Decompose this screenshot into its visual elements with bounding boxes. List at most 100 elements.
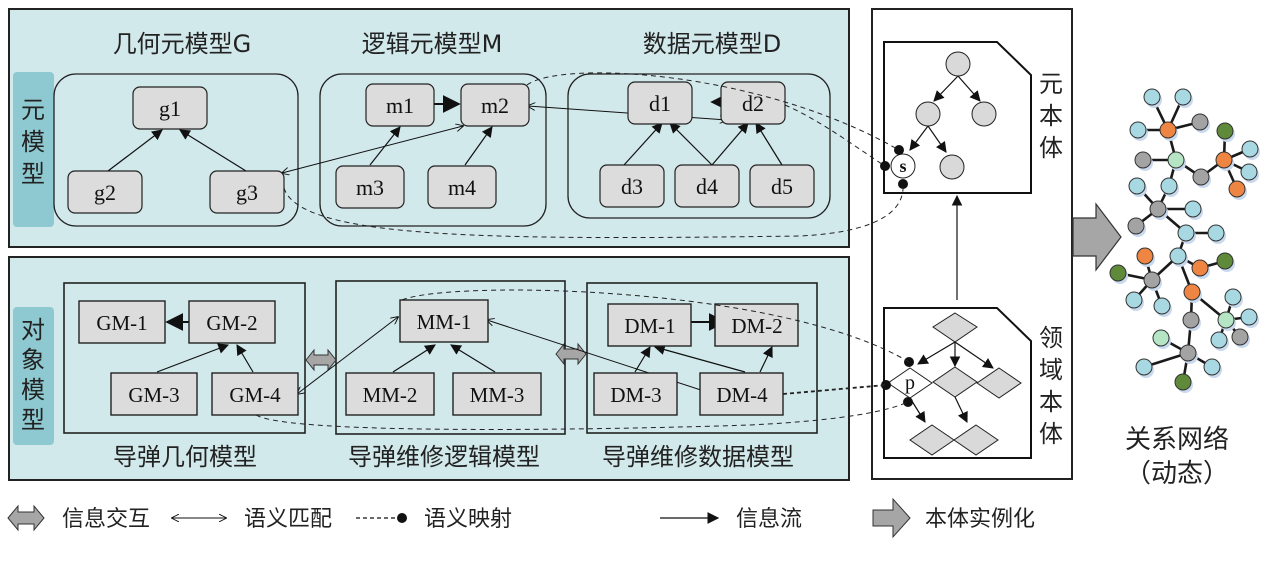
node-m2: m2 (481, 93, 509, 118)
node-dm-4: DM-4 (716, 383, 768, 407)
legend-info-interaction-icon (7, 504, 45, 532)
network-node (1136, 247, 1154, 265)
node-d1: d1 (649, 91, 671, 116)
network-title: 关系网络 (1125, 425, 1229, 455)
domain-ontology-label-3: 本 (1039, 388, 1063, 416)
group-title-missile-logic: 导弹维修逻辑模型 (348, 443, 540, 471)
node-mm-3: MM-3 (470, 383, 525, 407)
network-node (1143, 88, 1161, 106)
network-node (1228, 180, 1246, 198)
meta-nodes: g1 g2 g3 m1 m2 m3 m4 d1 d2 d3 d4 d5 (67, 81, 815, 214)
network-node (1149, 200, 1167, 218)
node-mm-2: MM-2 (363, 383, 418, 407)
node-g1: g1 (159, 96, 181, 121)
node-m3: m3 (356, 175, 384, 200)
relation-network (1109, 88, 1260, 393)
group-title-logic-meta: 逻辑元模型M (362, 30, 503, 58)
network-node (1216, 122, 1234, 140)
node-p: p (905, 372, 915, 394)
node-dm-3: DM-3 (610, 383, 661, 407)
node-d3: d3 (621, 174, 643, 199)
network-node (1125, 291, 1143, 309)
network-node (1159, 121, 1177, 139)
object-side-label-bg (13, 307, 54, 445)
network-node (1191, 259, 1209, 277)
node-gm-1: GM-1 (96, 311, 147, 335)
meta-ontology-label-2: 本 (1039, 102, 1063, 130)
group-title-missile-data: 导弹维修数据模型 (602, 443, 794, 471)
node-g2: g2 (94, 180, 116, 205)
network-node (1174, 373, 1192, 391)
legend-label-instantiation: 本体实例化 (925, 507, 1035, 532)
network-node (1224, 288, 1242, 306)
node-g3: g3 (236, 180, 258, 205)
domain-ontology-label-4: 体 (1039, 420, 1063, 448)
group-title-missile-geometry: 导弹几何模型 (113, 443, 257, 471)
node-s: s (899, 156, 906, 176)
node-m4: m4 (448, 175, 476, 200)
network-node (1129, 121, 1147, 139)
object-nodes: GM-1 GM-2 GM-3 GM-4 MM-1 MM-2 MM-3 DM-1 … (78, 299, 799, 416)
group-title-data-meta: 数据元模型D (643, 30, 781, 58)
network-node (1179, 344, 1197, 362)
meta-model-panel: 元 模 型 几何元模型G 逻辑元模型M 数据元模型D g1 g2 (8, 8, 850, 248)
network-node (1109, 264, 1127, 282)
node-dm-1: DM-1 (624, 314, 675, 338)
legend-label-semantic-match: 语义匹配 (244, 507, 332, 532)
network-node (1160, 177, 1178, 195)
meta-side-label-2: 模 (21, 128, 45, 156)
object-side-label-3: 模 (21, 376, 45, 404)
node-dm-2: DM-2 (731, 314, 782, 338)
domain-ontology-label-1: 领 (1039, 324, 1063, 352)
node-d5: d5 (771, 174, 793, 199)
ontology-instantiation-arrow (1072, 202, 1122, 272)
network-node (1203, 358, 1221, 376)
node-d4: d4 (696, 174, 718, 199)
meta-ontology-label-3: 体 (1039, 134, 1063, 162)
object-side-label-4: 型 (21, 406, 45, 434)
meta-side-label-bg (13, 72, 54, 227)
network-node (1143, 271, 1161, 289)
network-node (1231, 328, 1249, 346)
node-mm-1: MM-1 (417, 310, 472, 334)
network-node (1241, 140, 1259, 158)
legend-label-semantic-mapping: 语义映射 (424, 507, 512, 532)
network-node (1215, 151, 1233, 169)
network-node (1127, 217, 1145, 235)
node-d2: d2 (742, 91, 764, 116)
network-node (1192, 168, 1210, 186)
network-node (1182, 311, 1200, 329)
domain-ontology-label-2: 域 (1039, 356, 1063, 384)
network-node (1207, 224, 1225, 242)
node-gm-3: GM-3 (128, 383, 179, 407)
network-subtitle: （动态） (1125, 459, 1229, 489)
legend: 信息交互 语义匹配 语义映射 信息流 本体实例化 (7, 497, 1035, 539)
network-node (1217, 311, 1235, 329)
network-node (1177, 224, 1195, 242)
node-m1: m1 (386, 93, 414, 118)
network-node (1152, 329, 1170, 347)
network-node (1216, 252, 1234, 270)
object-side-label-1: 对 (21, 316, 45, 344)
meta-side-label-1: 元 (21, 96, 45, 124)
node-gm-2: GM-2 (206, 311, 257, 335)
legend-label-info-flow: 信息流 (736, 507, 802, 532)
meta-ontology-label-1: 元 (1039, 70, 1063, 98)
legend-semantic-mapping-icon (356, 513, 407, 523)
network-node (1153, 297, 1171, 315)
network-node (1240, 308, 1258, 326)
network-node (1174, 88, 1192, 106)
meta-side-label-3: 型 (21, 160, 45, 188)
object-side-label-2: 象 (21, 346, 45, 374)
network-node (1135, 358, 1153, 376)
network-node (1134, 151, 1152, 169)
domain-ontology-tree: p (881, 312, 1022, 456)
ontology-column: 元 本 体 s 领 域 本 体 (871, 8, 1073, 480)
network-node (1210, 331, 1228, 349)
network-node (1183, 283, 1201, 301)
network-node (1191, 113, 1209, 131)
node-gm-4: GM-4 (229, 383, 281, 407)
legend-instantiation-icon (872, 497, 911, 539)
network-node (1184, 200, 1202, 218)
